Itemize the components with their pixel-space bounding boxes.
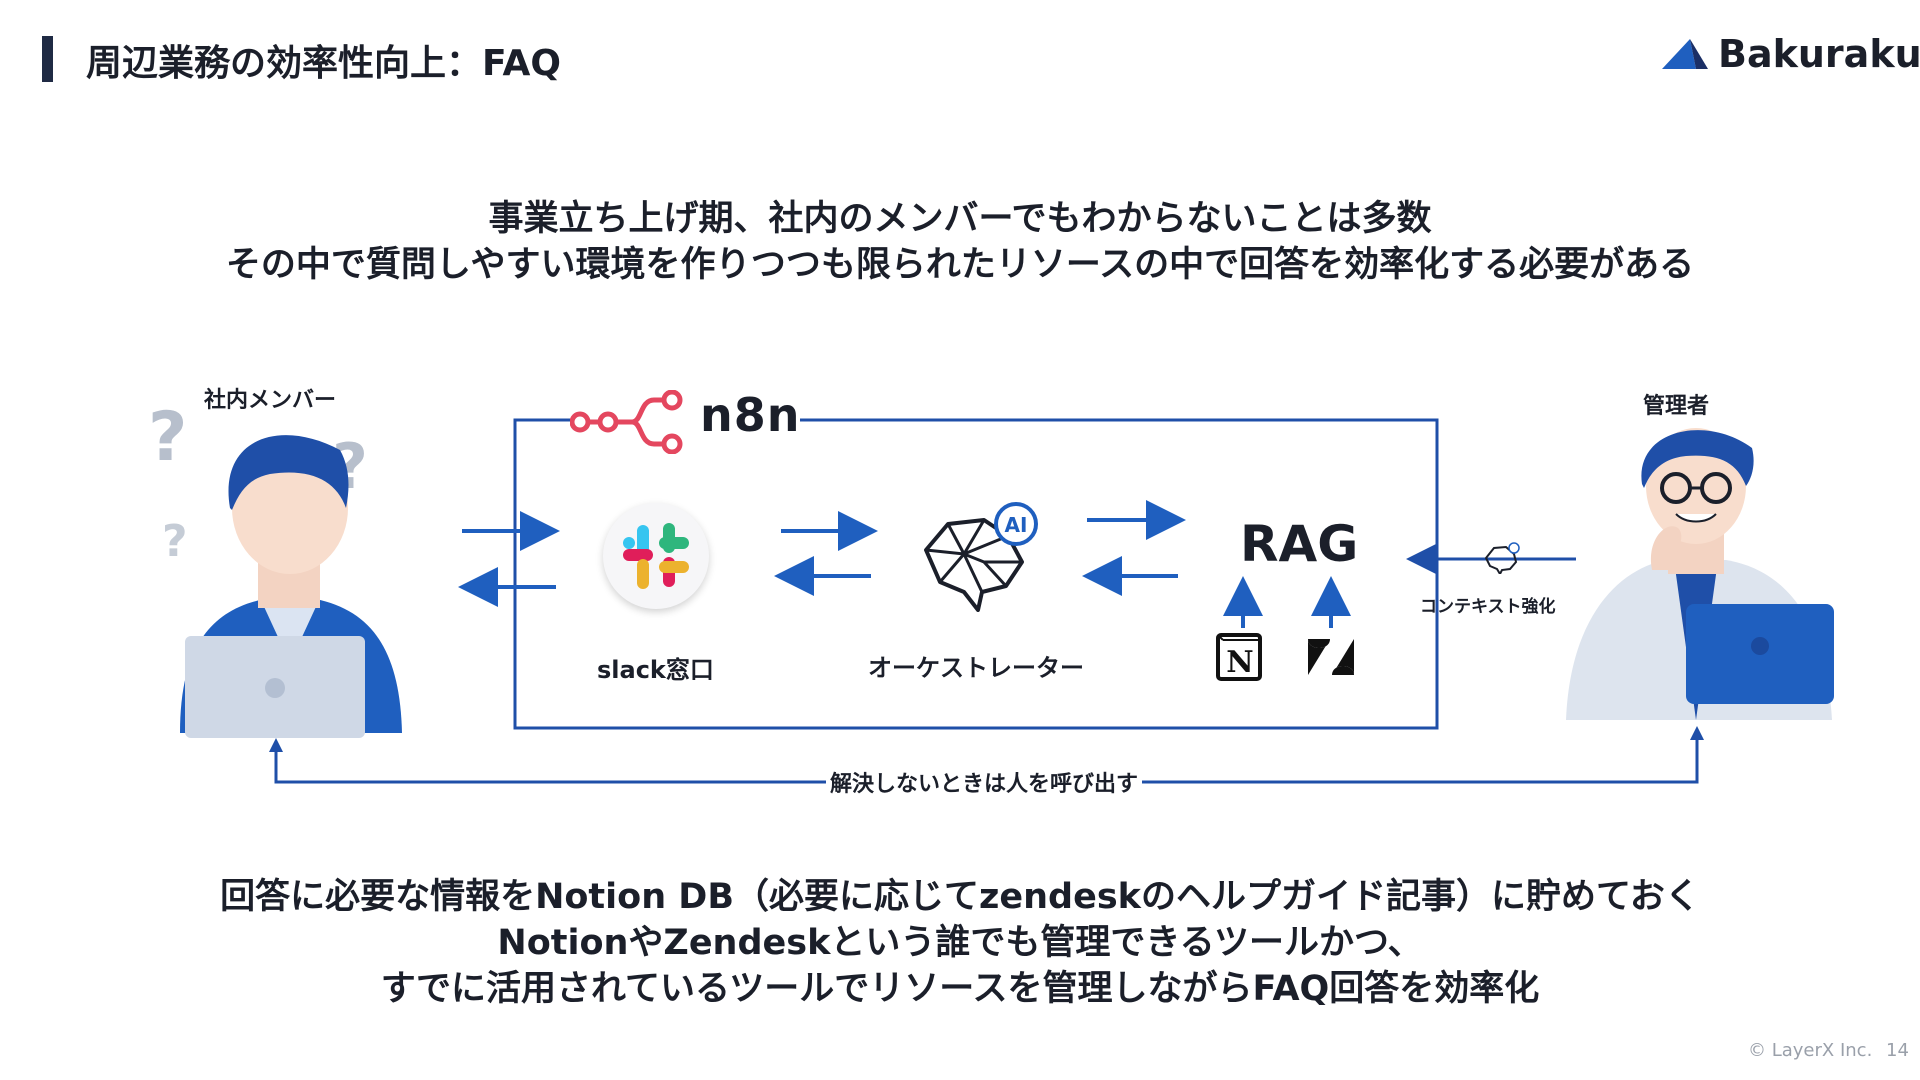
page-title: 周辺業務の効率性向上：FAQ	[86, 43, 561, 84]
admin-illustration	[1566, 428, 1834, 720]
notion-icon: N	[1216, 633, 1262, 681]
n8n-logo-icon	[570, 390, 683, 454]
svg-text:N: N	[1226, 645, 1253, 680]
title-accent-bar	[42, 36, 53, 82]
admin-label: 管理者	[1643, 394, 1710, 419]
member-label: 社内メンバー	[204, 388, 337, 413]
escalation-label: 解決しないときは人を呼び出す	[826, 766, 1143, 798]
copyright: © LayerX Inc.	[1748, 1040, 1873, 1061]
n8n-frame	[513, 418, 1439, 730]
rag-label: RAG	[1240, 515, 1359, 573]
brand-name: Bakuraku	[1718, 32, 1920, 76]
bakuraku-logo-icon	[1662, 39, 1708, 69]
headline-line-2: その中で質問しやすい環境を作りつつも限られたリソースの中で回答を効率化する必要が…	[225, 245, 1695, 285]
bakuraku-logo: Bakuraku	[1660, 32, 1920, 76]
slack-label: slack窓口	[597, 656, 714, 684]
page-number: 14	[1886, 1040, 1909, 1061]
member-illustration: ? ? ?	[148, 398, 402, 738]
slack-icon-container	[603, 503, 709, 609]
context-ai-icon	[1484, 542, 1520, 574]
n8n-label: n8n	[700, 388, 801, 442]
slack-icon	[623, 523, 689, 589]
zendesk-icon	[1308, 639, 1354, 675]
headline-line-1: 事業立ち上げ期、社内のメンバーでもわからないことは多数	[488, 199, 1432, 239]
ai-brain-icon: AI	[924, 502, 1038, 612]
summary-line-1: 回答に必要な情報をNotion DB（必要に応じてzendeskのヘルプガイド記…	[220, 877, 1700, 917]
question-mark-icon: ?	[162, 516, 188, 567]
question-mark-icon: ?	[148, 398, 187, 477]
context-label: コンテキスト強化	[1420, 597, 1556, 617]
orchestrator-label: オーケストレーター	[868, 654, 1084, 682]
summary-line-2: NotionやZendeskという誰でも管理できるツールかつ、	[497, 923, 1423, 963]
summary-line-3: すでに活用されているツールでリソースを管理しながらFAQ回答を効率化	[380, 969, 1540, 1009]
ai-badge: AI	[1005, 513, 1028, 537]
